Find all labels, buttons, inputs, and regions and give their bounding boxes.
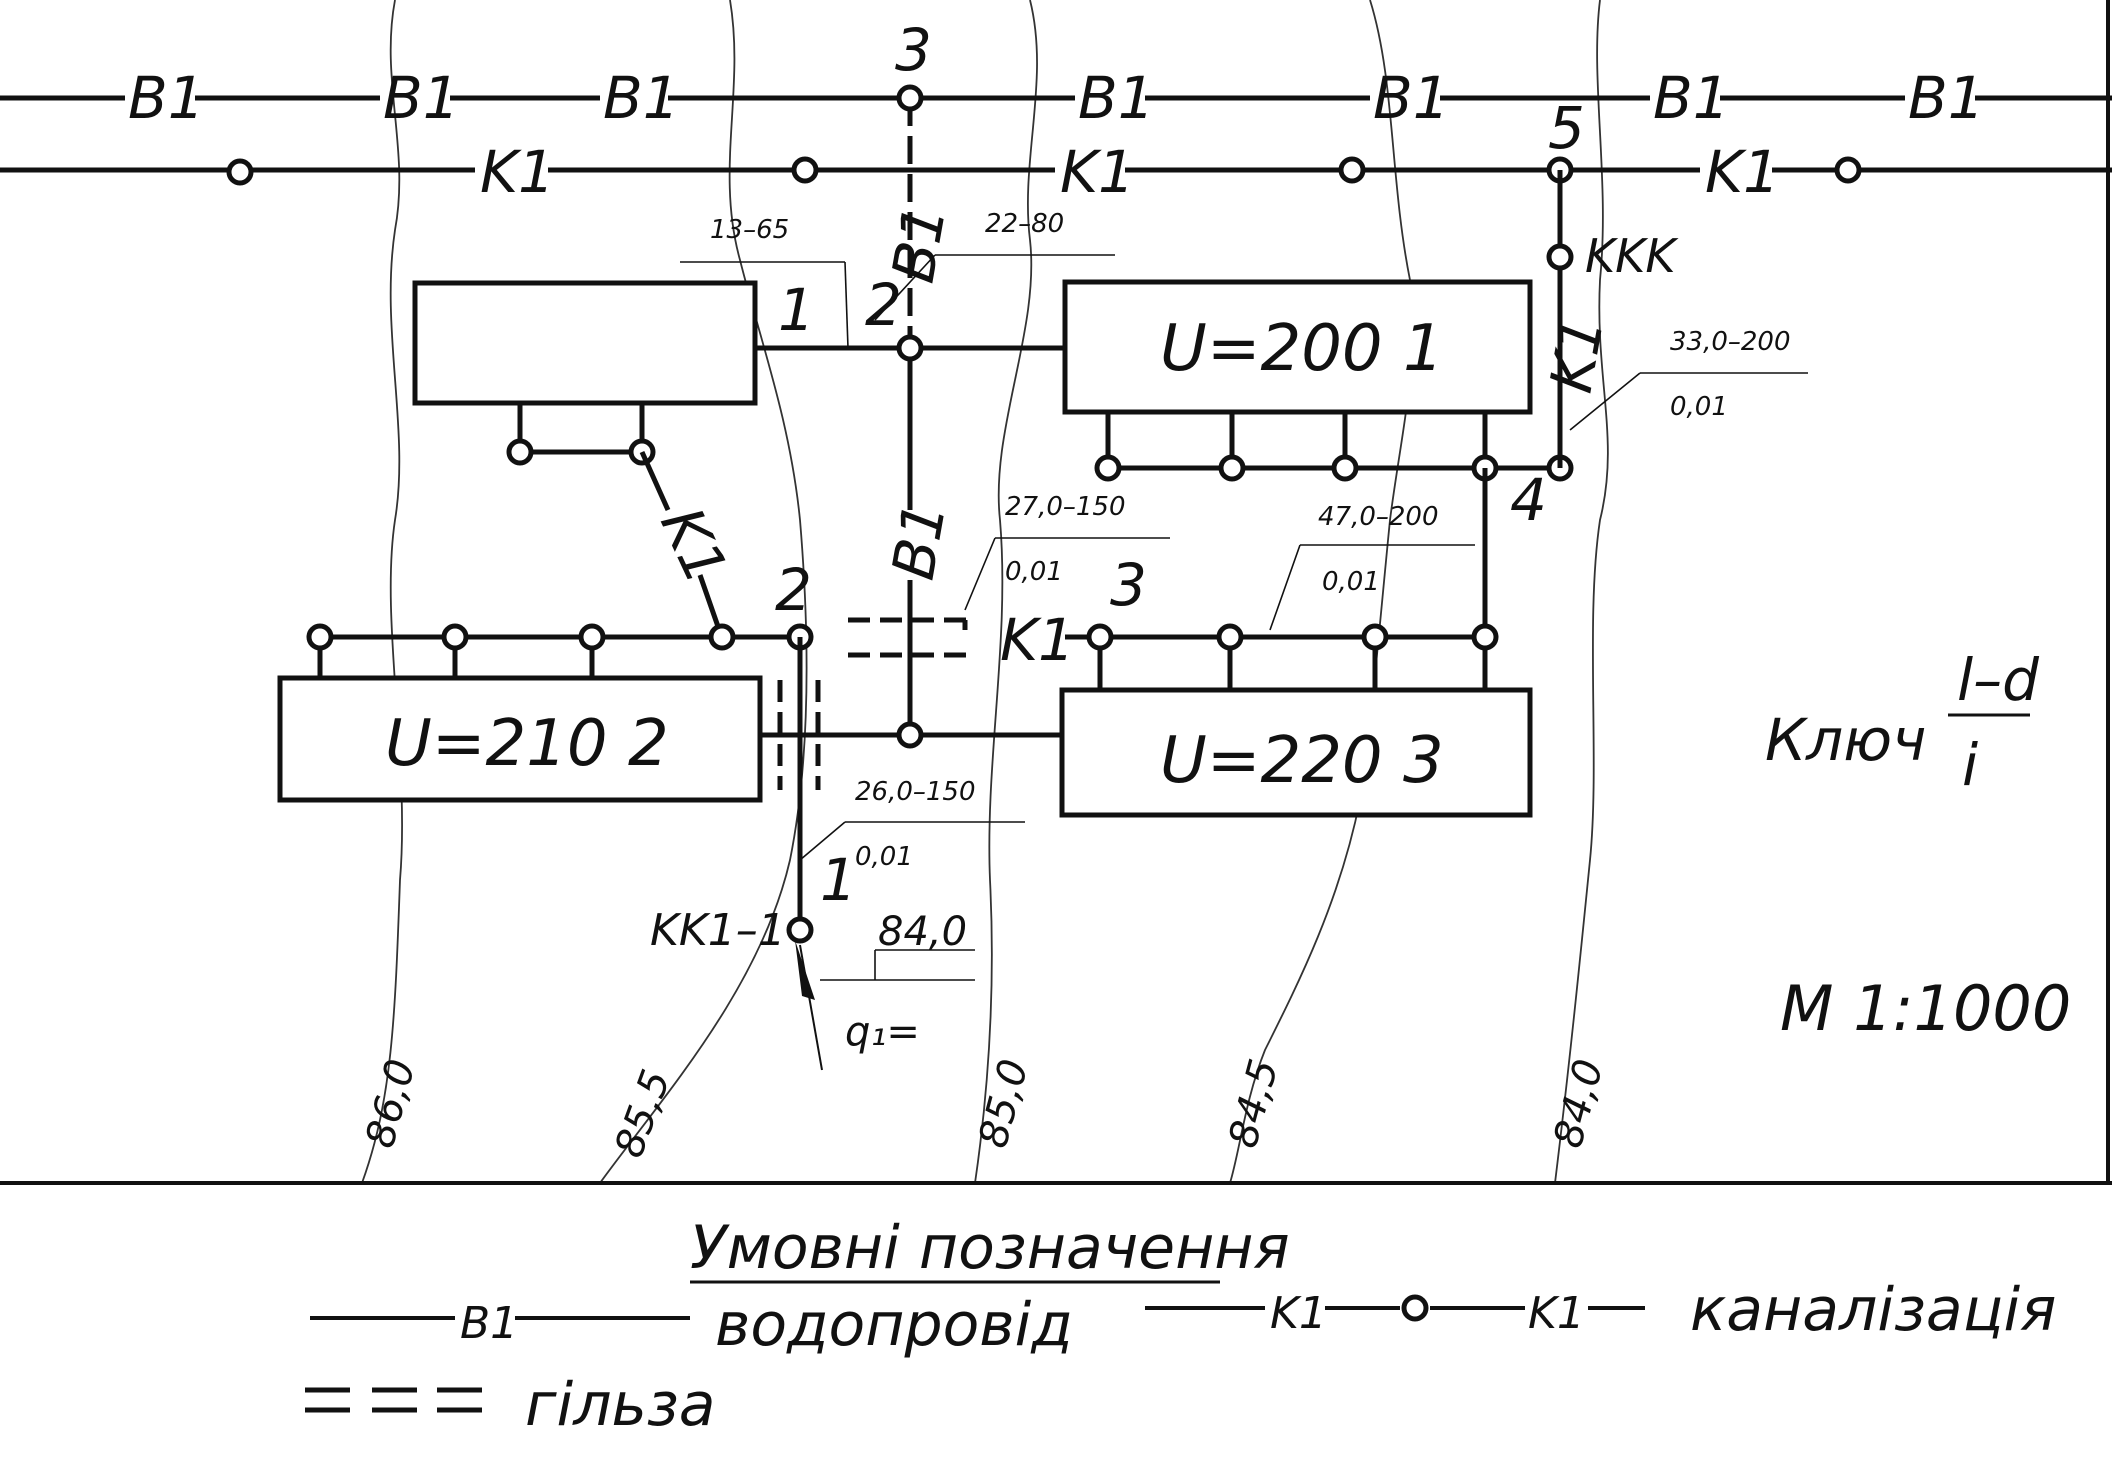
sewer-well bbox=[1218, 454, 1246, 482]
water-label: B1 bbox=[603, 64, 680, 132]
annotation-22-80: 22–80 bbox=[985, 209, 1064, 239]
legend-sewer-code: K1 bbox=[1270, 1288, 1327, 1339]
annotation-47-200: 47,0–200 bbox=[1318, 502, 1439, 532]
water-label: B1 bbox=[1078, 64, 1155, 132]
building-1 bbox=[1062, 279, 1533, 415]
legend-sleeve-text: гільза bbox=[525, 1370, 716, 1440]
annotation-13-65: 13–65 bbox=[710, 215, 789, 245]
q-label: q₁= bbox=[845, 1009, 920, 1055]
contour-label-86: 86,0 bbox=[357, 1055, 424, 1153]
water-node-3 bbox=[896, 84, 924, 112]
scale-label: М 1:1000 bbox=[1780, 972, 2071, 1045]
sewer-label: K1 bbox=[480, 138, 555, 206]
water-label: B1 bbox=[1908, 64, 1985, 132]
water-node-2 bbox=[896, 334, 924, 362]
annotation-27-150: 27,0–150 bbox=[1005, 492, 1126, 522]
annotation-26-slope: 0,01 bbox=[855, 842, 913, 872]
building-2-label: U=210 2 bbox=[385, 707, 669, 781]
annotation-33-slope: 0,01 bbox=[1670, 392, 1728, 422]
legend: Умовні позначення B1 водопровід K1 K1 ка… bbox=[305, 1213, 2056, 1440]
annotations: 13–65 22–80 33,0–200 0,01 27,0–150 0,01 … bbox=[680, 209, 1808, 981]
legend-sewer-text: каналізація bbox=[1690, 1275, 2056, 1345]
annotation-26-150: 26,0–150 bbox=[855, 777, 976, 807]
sewer-well bbox=[226, 158, 254, 186]
key-top: l–d bbox=[1957, 646, 2040, 714]
water-node-2-label: 2 bbox=[865, 271, 902, 339]
sewer-well-3 bbox=[1086, 623, 1114, 651]
sewer-label: K1 bbox=[647, 497, 740, 594]
building-1-label: U=200 1 bbox=[1160, 312, 1444, 386]
sewer-node-3-label: 3 bbox=[1110, 551, 1147, 619]
water-label: B1 bbox=[1653, 64, 1730, 132]
annotation-47-slope: 0,01 bbox=[1322, 567, 1380, 597]
sewer-label: K1 bbox=[1060, 138, 1135, 206]
node-5-label: 5 bbox=[1548, 94, 1585, 162]
sewer-well-kkk bbox=[1546, 243, 1574, 271]
sewer-well bbox=[441, 623, 469, 651]
legend-sewer-code: K1 bbox=[1528, 1288, 1585, 1339]
buildings: U=200 1 U=210 2 U=220 3 bbox=[277, 279, 1533, 818]
contour-labels: 86,0 85,5 85,0 84,5 84,0 bbox=[357, 1055, 1612, 1164]
contour-label-84: 84,0 bbox=[1545, 1055, 1612, 1153]
sewer-label: K1 bbox=[1000, 606, 1075, 674]
water-main: B1 B1 B1 B1 B1 B1 B1 bbox=[0, 64, 2112, 132]
key-block: Ключ l–d i М 1:1000 bbox=[1765, 646, 2071, 1045]
contour-label-85-5: 85,5 bbox=[606, 1064, 680, 1163]
water-node bbox=[896, 721, 924, 749]
node-3-label: 3 bbox=[895, 16, 932, 84]
sewer-well bbox=[1338, 156, 1366, 184]
flow-arrow-icon bbox=[795, 940, 815, 1000]
sewer-label: K1 bbox=[1705, 138, 1780, 206]
legend-title: Умовні позначення bbox=[690, 1213, 1290, 1283]
contour-label-85: 85,0 bbox=[970, 1055, 1037, 1153]
sewer-well bbox=[1094, 454, 1122, 482]
legend-water-code: B1 bbox=[460, 1298, 518, 1349]
sewer-well bbox=[1361, 623, 1389, 651]
annotation-27-slope: 0,01 bbox=[1005, 557, 1063, 587]
water-riser: 3 B1 B1 bbox=[879, 16, 959, 735]
sewer-well bbox=[1834, 156, 1862, 184]
sewer-well-kk1-1 bbox=[786, 916, 814, 944]
key-label: Ключ bbox=[1765, 706, 1926, 774]
sewer-network: K1 4 KKK K1 K1 bbox=[306, 170, 1679, 1071]
sewer-well bbox=[1331, 454, 1359, 482]
annotation-33-200: 33,0–200 bbox=[1670, 327, 1791, 357]
sewer-well bbox=[1471, 623, 1499, 651]
legend-well-icon bbox=[1401, 1294, 1429, 1322]
sewer-well bbox=[791, 156, 819, 184]
water-node-1-label: 1 bbox=[778, 276, 815, 344]
key-bottom: i bbox=[1962, 731, 1978, 799]
sewer-well bbox=[578, 623, 606, 651]
water-label: B1 bbox=[128, 64, 205, 132]
sewer-node-2-label: 2 bbox=[775, 556, 812, 624]
water-label: B1 bbox=[383, 64, 460, 132]
sewer-well bbox=[506, 438, 534, 466]
legend-water-text: водопровід bbox=[715, 1290, 1073, 1360]
sewer-label: K1 bbox=[1537, 312, 1617, 398]
water-branches: 1 2 bbox=[755, 271, 1065, 749]
water-label: B1 bbox=[879, 497, 959, 584]
kkk-label: KKK bbox=[1585, 229, 1679, 283]
sleeves bbox=[777, 617, 975, 790]
kk1-1-label: KK1–1 bbox=[650, 905, 786, 956]
sewer-node-4-label: 4 bbox=[1510, 466, 1547, 534]
sewer-well bbox=[708, 623, 736, 651]
building-3 bbox=[1059, 687, 1533, 818]
sewer-well bbox=[1216, 623, 1244, 651]
building-3-label: U=220 3 bbox=[1160, 724, 1444, 798]
building-top-left bbox=[412, 280, 758, 406]
sewer-well bbox=[306, 623, 334, 651]
sewer-main: K1 K1 K1 5 bbox=[0, 94, 2112, 206]
sewer-node-1-label: 1 bbox=[820, 846, 857, 914]
water-label: B1 bbox=[1373, 64, 1450, 132]
annotation-84: 84,0 bbox=[878, 909, 967, 955]
building-2 bbox=[277, 675, 763, 803]
contour-label-84-5: 84,5 bbox=[1220, 1055, 1287, 1153]
